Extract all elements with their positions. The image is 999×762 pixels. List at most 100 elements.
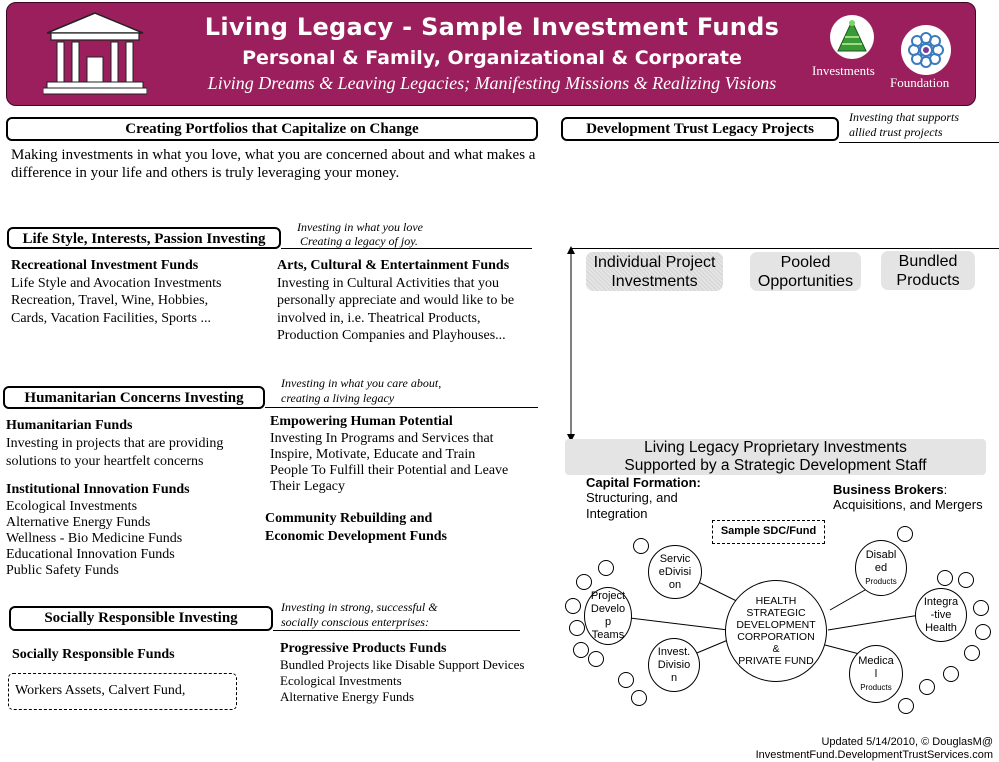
- node-small-line: Products: [865, 576, 897, 586]
- lifestyle-note-2: Creating a legacy of joy.: [300, 234, 418, 248]
- node-line: -tive: [930, 608, 952, 621]
- portfolios-heading: Creating Portfolios that Capitalize on C…: [6, 117, 538, 141]
- arts-line: personally appreciate and would like to …: [277, 293, 515, 308]
- humanitarian-funds-line: Investing in projects that are providing: [6, 436, 224, 451]
- responsible-note-2: socially conscious enterprises:: [281, 615, 429, 629]
- center-line: PRIVATE FUND: [738, 655, 814, 667]
- node-small-line: Products: [860, 682, 892, 692]
- empowering-line: People To Fulfill their Potential and Le…: [270, 463, 509, 478]
- humanitarian-heading: Humanitarian Concerns Investing: [3, 386, 265, 409]
- trust-note-1: Investing that supports: [849, 110, 959, 124]
- node-line: on: [668, 578, 682, 591]
- portfolios-intro-2: difference in your life and others is tr…: [11, 165, 400, 181]
- page-tagline: Living Dreams & Leaving Legacies; Manife…: [207, 73, 777, 93]
- responsible-funds-example: Workers Assets, Calvert Fund,: [8, 673, 237, 710]
- pyramid-icon: [837, 19, 867, 52]
- satellite-circle: [569, 620, 585, 636]
- header-banner: Living Legacy - Sample Investment Funds …: [6, 2, 976, 106]
- node-line: Divisio: [657, 658, 691, 671]
- investments-label: Investments: [812, 63, 875, 78]
- responsible-note-1: Investing in strong, successful &: [281, 600, 438, 614]
- capital-line-2: Integration: [586, 506, 648, 521]
- humanitarian-note-1: Investing in what you care about,: [281, 376, 442, 390]
- progressive-line: Ecological Investments: [280, 673, 402, 688]
- trust-rule: [839, 142, 999, 143]
- lifestyle-note-1: Investing in what you love: [297, 220, 423, 234]
- center-line: STRATEGIC: [746, 607, 806, 619]
- brokers-title: Business Brokers: [833, 482, 944, 497]
- node-line: ed: [874, 561, 888, 574]
- center-line: HEALTH: [755, 595, 797, 607]
- option-line: Opportunities: [757, 273, 854, 290]
- foundation-logo: [901, 25, 951, 75]
- option-line: Bundled: [898, 253, 958, 270]
- humanitarian-funds-title: Humanitarian Funds: [6, 418, 133, 433]
- satellite-circle: [631, 690, 647, 706]
- satellite-circle: [958, 572, 974, 588]
- center-node: HEALTH STRATEGIC DEVELOPMENT CORPORATION…: [725, 580, 827, 682]
- humanitarian-note-2: creating a living legacy: [281, 391, 395, 405]
- node-line: Invest.: [657, 645, 691, 658]
- humanitarian-rule: [265, 407, 538, 408]
- node-line: p: [604, 616, 612, 628]
- foundation-label: Foundation: [890, 75, 950, 90]
- institutional-line: Ecological Investments: [6, 499, 138, 514]
- double-arrow-icon: [567, 246, 575, 442]
- institutional-line: Public Safety Funds: [6, 563, 119, 578]
- arts-line: Production Companies and Playhouses...: [277, 328, 506, 343]
- footer-line-2: InvestmentFund.DevelopmentTrustServices.…: [755, 749, 993, 761]
- node-line: n: [670, 671, 678, 684]
- responsible-rule: [273, 630, 520, 631]
- capital-title: Capital Formation:: [586, 475, 701, 490]
- disabled-products-node: Disabl ed Products: [855, 540, 907, 596]
- trust-heading: Development Trust Legacy Projects: [561, 117, 839, 141]
- arts-title: Arts, Cultural & Entertainment Funds: [277, 258, 510, 273]
- satellite-circle: [937, 570, 953, 586]
- satellite-circle: [565, 598, 581, 614]
- page-subtitle: Personal & Family, Organizational & Corp…: [242, 47, 742, 69]
- node-line: eDivisi: [658, 565, 692, 578]
- page-title: Living Legacy - Sample Investment Funds: [204, 13, 780, 41]
- node-line: Teams: [591, 629, 625, 641]
- arts-line: Investing in Cultural Activities that yo…: [277, 276, 500, 291]
- recreational-title: Recreational Investment Funds: [11, 258, 199, 273]
- progressive-line: Bundled Projects like Disable Support De…: [280, 657, 525, 672]
- center-line: &: [772, 643, 780, 655]
- node-line: Health: [925, 621, 957, 634]
- empowering-line: Inspire, Motivate, Educate and Train: [270, 447, 476, 462]
- satellite-circle: [898, 698, 914, 714]
- satellite-circle: [588, 651, 604, 667]
- temple-icon: [43, 12, 147, 95]
- empowering-line: Investing In Programs and Services that: [270, 431, 494, 446]
- footer-line-1: Updated 5/14/2010, © DouglasM@: [821, 736, 993, 748]
- option-bundled: Bundled Products: [881, 251, 975, 290]
- footer-credit: Updated 5/14/2010, © DouglasM@ Investmen…: [756, 736, 993, 762]
- humanitarian-funds-line: solutions to your heartfelt concerns: [6, 454, 204, 469]
- trust-note-2: allied trust projects: [849, 125, 943, 139]
- satellite-circle: [975, 624, 991, 640]
- brokers-colon: :: [943, 482, 948, 497]
- center-line: CORPORATION: [737, 631, 815, 643]
- empowering-title: Empowering Human Potential: [270, 414, 453, 429]
- project-teams-node: Project Develo p Teams: [584, 587, 632, 645]
- node-line: Develo: [590, 603, 626, 615]
- node-line: Medica: [858, 654, 894, 667]
- node-line: Servic: [659, 552, 691, 565]
- satellite-circle: [919, 679, 935, 695]
- lifestyle-heading: Life Style, Interests, Passion Investing: [7, 227, 281, 249]
- option-line: Individual Project: [593, 254, 716, 271]
- satellite-circle: [943, 666, 959, 682]
- trust-options-rule: [572, 248, 999, 249]
- sample-sdc-label: Sample SDC/Fund: [712, 520, 825, 544]
- institutional-line: Alternative Energy Funds: [6, 515, 151, 530]
- lifestyle-rule: [281, 248, 532, 249]
- institutional-line: Wellness - Bio Medicine Funds: [6, 531, 183, 546]
- investments-logo: [830, 15, 874, 59]
- satellite-circle: [573, 642, 589, 658]
- node-line: Project: [590, 590, 626, 602]
- responsible-heading: Socially Responsible Investing: [9, 606, 273, 631]
- proprietary-line-1: Living Legacy Proprietary Investments: [644, 439, 907, 456]
- satellite-circle: [964, 645, 980, 661]
- option-line: Investments: [611, 273, 698, 290]
- satellite-circle: [633, 538, 649, 554]
